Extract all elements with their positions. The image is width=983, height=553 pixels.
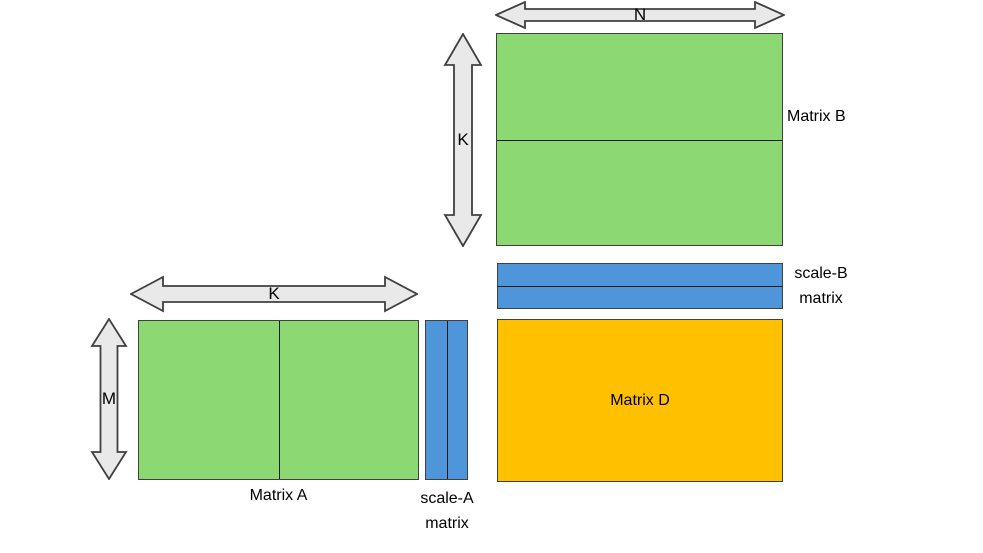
matrix-b-label: Matrix B	[787, 108, 846, 125]
m-dimension-arrow: M	[90, 318, 128, 480]
k-dimension-label-b: K	[457, 130, 469, 149]
scale-b-matrix-label: scale-B matrix	[786, 261, 856, 311]
scale-a-matrix-divider	[446, 321, 448, 479]
k-dimension-arrow-b: K	[443, 33, 483, 247]
n-dimension-arrow: N	[495, 1, 785, 29]
k-dimension-label-a: K	[268, 284, 280, 303]
double-arrow-vertical-icon	[90, 318, 128, 480]
scale-a-matrix-rect	[425, 320, 468, 480]
matrix-b-rect	[496, 33, 783, 246]
scale-b-label-line1: scale-B	[794, 265, 848, 282]
matrix-a-label: Matrix A	[249, 487, 308, 504]
scale-b-matrix-rect	[497, 263, 783, 309]
m-dimension-label: M	[101, 389, 117, 408]
double-arrow-vertical-icon	[443, 33, 483, 247]
k-dimension-arrow-a: K	[130, 275, 418, 313]
matrix-a-divider	[278, 321, 280, 479]
n-dimension-label: N	[633, 5, 647, 24]
scale-b-label-line2: matrix	[799, 290, 843, 307]
double-arrow-horizontal-icon	[130, 275, 418, 313]
scale-b-matrix-divider	[498, 286, 782, 287]
matrix-d-rect: Matrix D	[497, 319, 783, 482]
double-arrow-horizontal-icon	[495, 1, 785, 29]
scale-a-label-line1: scale-A	[420, 490, 474, 507]
scale-a-label-line2: matrix	[425, 515, 469, 532]
scale-a-matrix-label: scale-A matrix	[412, 486, 482, 536]
matrix-b-divider	[497, 139, 782, 141]
matrix-d-label: Matrix D	[610, 391, 670, 409]
matrix-a-rect	[138, 320, 419, 480]
